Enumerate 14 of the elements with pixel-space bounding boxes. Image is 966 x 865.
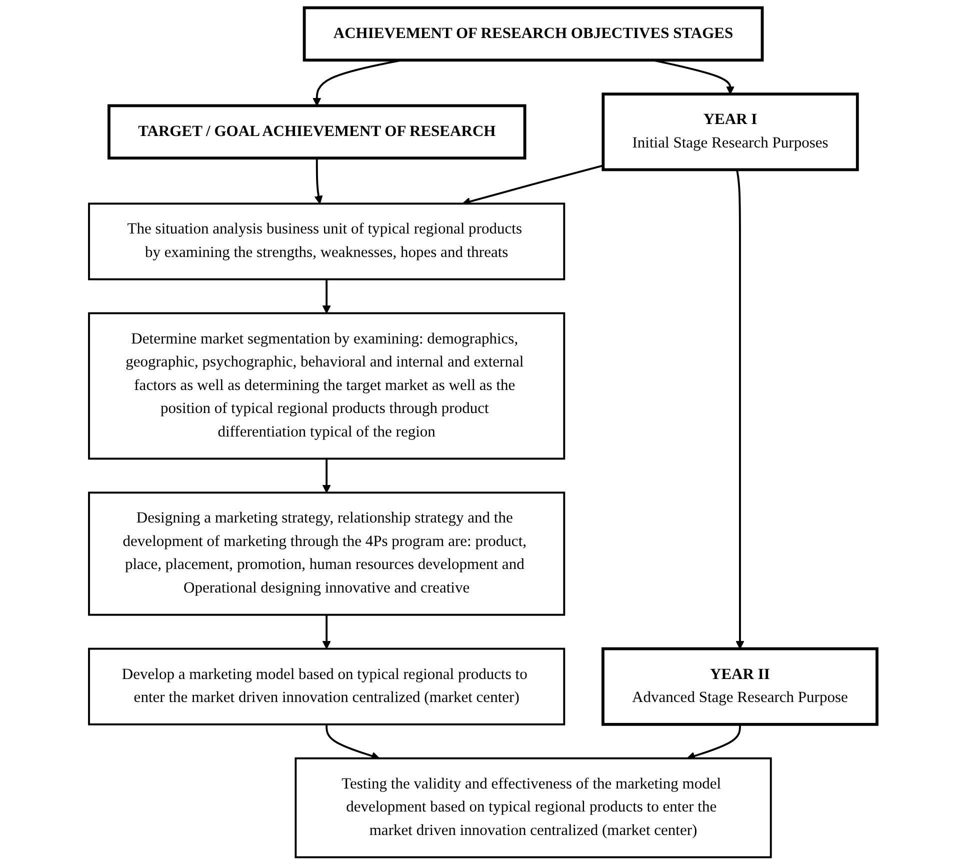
node-box: ACHIEVEMENT OF RESEARCH OBJECTIVES STAGES	[302, 6, 764, 62]
node-box: Determine market segmentation by examining: demographics, geographic, psychographic, behavioral and internal and external factors as well as determining the target market as well as the position of typical regional products through product differentiation typical of the region	[88, 312, 566, 460]
node-box: Testing the validity and effectiveness of the marketing model development based on typical regional products to enter the market driven innovation centralized (market center)	[294, 757, 772, 858]
node-box: YEAR I Initial Stage Research Purposes	[602, 92, 859, 172]
node-box: The situation analysis business unit of typical regional products by examining the strengths, weaknesses, hopes and threats	[88, 202, 566, 280]
node-box: Develop a marketing model based on typical regional products to enter the market driven innovation centralized (market center)	[88, 648, 566, 726]
node-box: Designing a marketing strategy, relationship strategy and the development of marketing through the 4Ps program are: product, place, placement, promotion, human resources development and Operational designing innovative and creative	[88, 492, 566, 616]
arrow	[322, 614, 331, 650]
arrow	[314, 158, 323, 204]
arrow	[322, 458, 331, 493]
node-box: TARGET / GOAL ACHIEVEMENT OF RESEARCH	[108, 104, 526, 160]
arrow	[736, 170, 744, 650]
arrow	[322, 279, 331, 314]
node-box: YEAR II Advanced Stage Research Purpose	[602, 647, 878, 726]
